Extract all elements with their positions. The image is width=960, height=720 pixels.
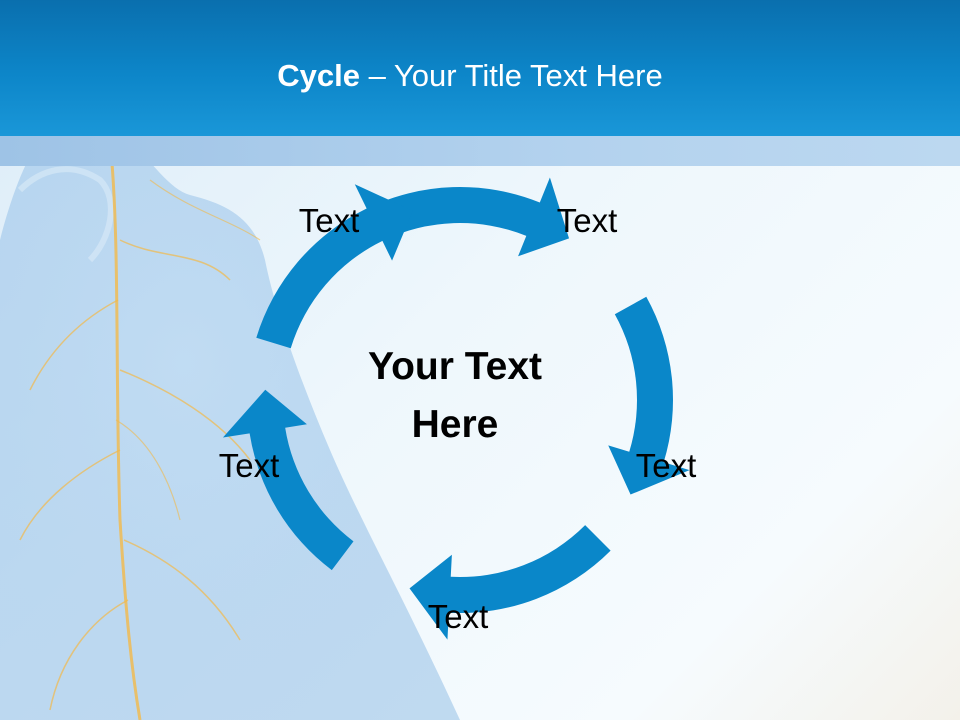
cycle-node-1-label: Text xyxy=(298,202,360,239)
cycle-arrow-1 xyxy=(366,177,570,257)
cycle-node-4-label: Text xyxy=(427,598,489,635)
cycle-arrow-2 xyxy=(608,296,690,495)
anatomy-background-image xyxy=(0,125,460,720)
slide-title-bold: Cycle xyxy=(277,58,360,93)
slide-title-rest: – Your Title Text Here xyxy=(360,58,663,93)
cycle-arrow-4 xyxy=(222,389,354,571)
cycle-arrow-3 xyxy=(409,525,611,640)
slide-title: Cycle – Your Title Text Here xyxy=(0,56,940,96)
cycle-arrow-5 xyxy=(256,184,413,349)
cycle-node-5-label: Text xyxy=(218,447,280,484)
cycle-arrows xyxy=(222,177,690,640)
cycle-node-2-label: Text xyxy=(556,202,618,239)
title-bar xyxy=(0,0,960,136)
cycle-node-3-label: Text xyxy=(635,447,697,484)
center-text: Your Text Here xyxy=(367,345,543,446)
title-bar-strip xyxy=(0,136,960,166)
